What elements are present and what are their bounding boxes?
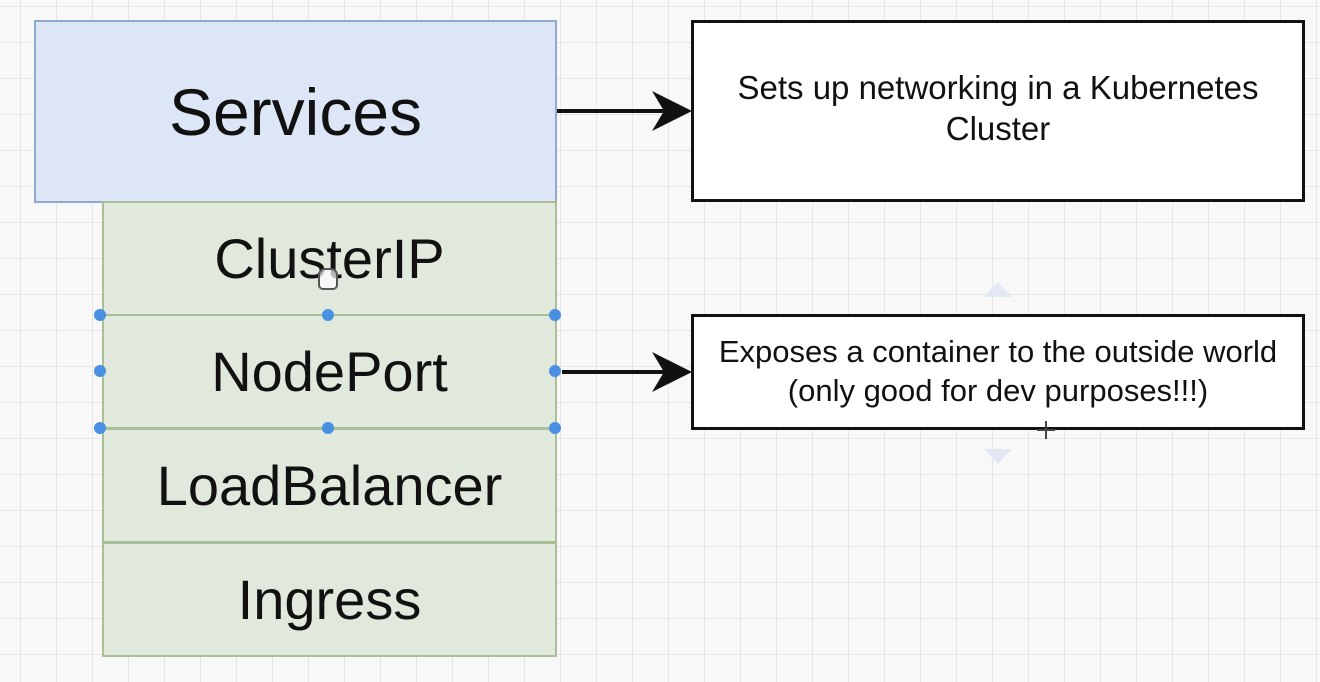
selection-handle-se[interactable] [549, 422, 561, 434]
ingress-node[interactable]: Ingress [102, 542, 557, 657]
loadbalancer-node[interactable]: LoadBalancer [102, 428, 557, 543]
hand-pointer-icon [318, 268, 338, 290]
arrow-down-icon[interactable] [984, 449, 1012, 464]
selection-handle-e[interactable] [549, 365, 561, 377]
nodeport-description-text: Exposes a container to the outside world… [718, 334, 1278, 408]
nodeport-description-node[interactable]: Exposes a container to the outside world… [691, 314, 1305, 430]
selection-handle-sw[interactable] [94, 422, 106, 434]
nodeport-selection-handles[interactable] [94, 309, 561, 434]
ingress-label: Ingress [237, 568, 422, 631]
nodeport-description-guides [984, 282, 1055, 464]
selection-handle-w[interactable] [94, 365, 106, 377]
selection-handle-s[interactable] [322, 422, 334, 434]
selection-handle-ne[interactable] [549, 309, 561, 321]
nodeport-label: NodePort [211, 340, 448, 403]
loadbalancer-label: LoadBalancer [156, 454, 503, 517]
nodeport-node[interactable]: NodePort [102, 314, 557, 429]
services-label: Services [168, 74, 423, 149]
selection-handle-n[interactable] [322, 309, 334, 321]
selection-handle-nw[interactable] [94, 309, 106, 321]
services-description-node[interactable]: Sets up networking in a Kubernetes Clust… [691, 20, 1305, 202]
arrow-up-icon[interactable] [984, 282, 1012, 297]
move-crosshair-icon [1037, 421, 1055, 439]
services-node[interactable]: Services [34, 20, 557, 203]
services-description-text: Sets up networking in a Kubernetes Clust… [737, 68, 1259, 147]
